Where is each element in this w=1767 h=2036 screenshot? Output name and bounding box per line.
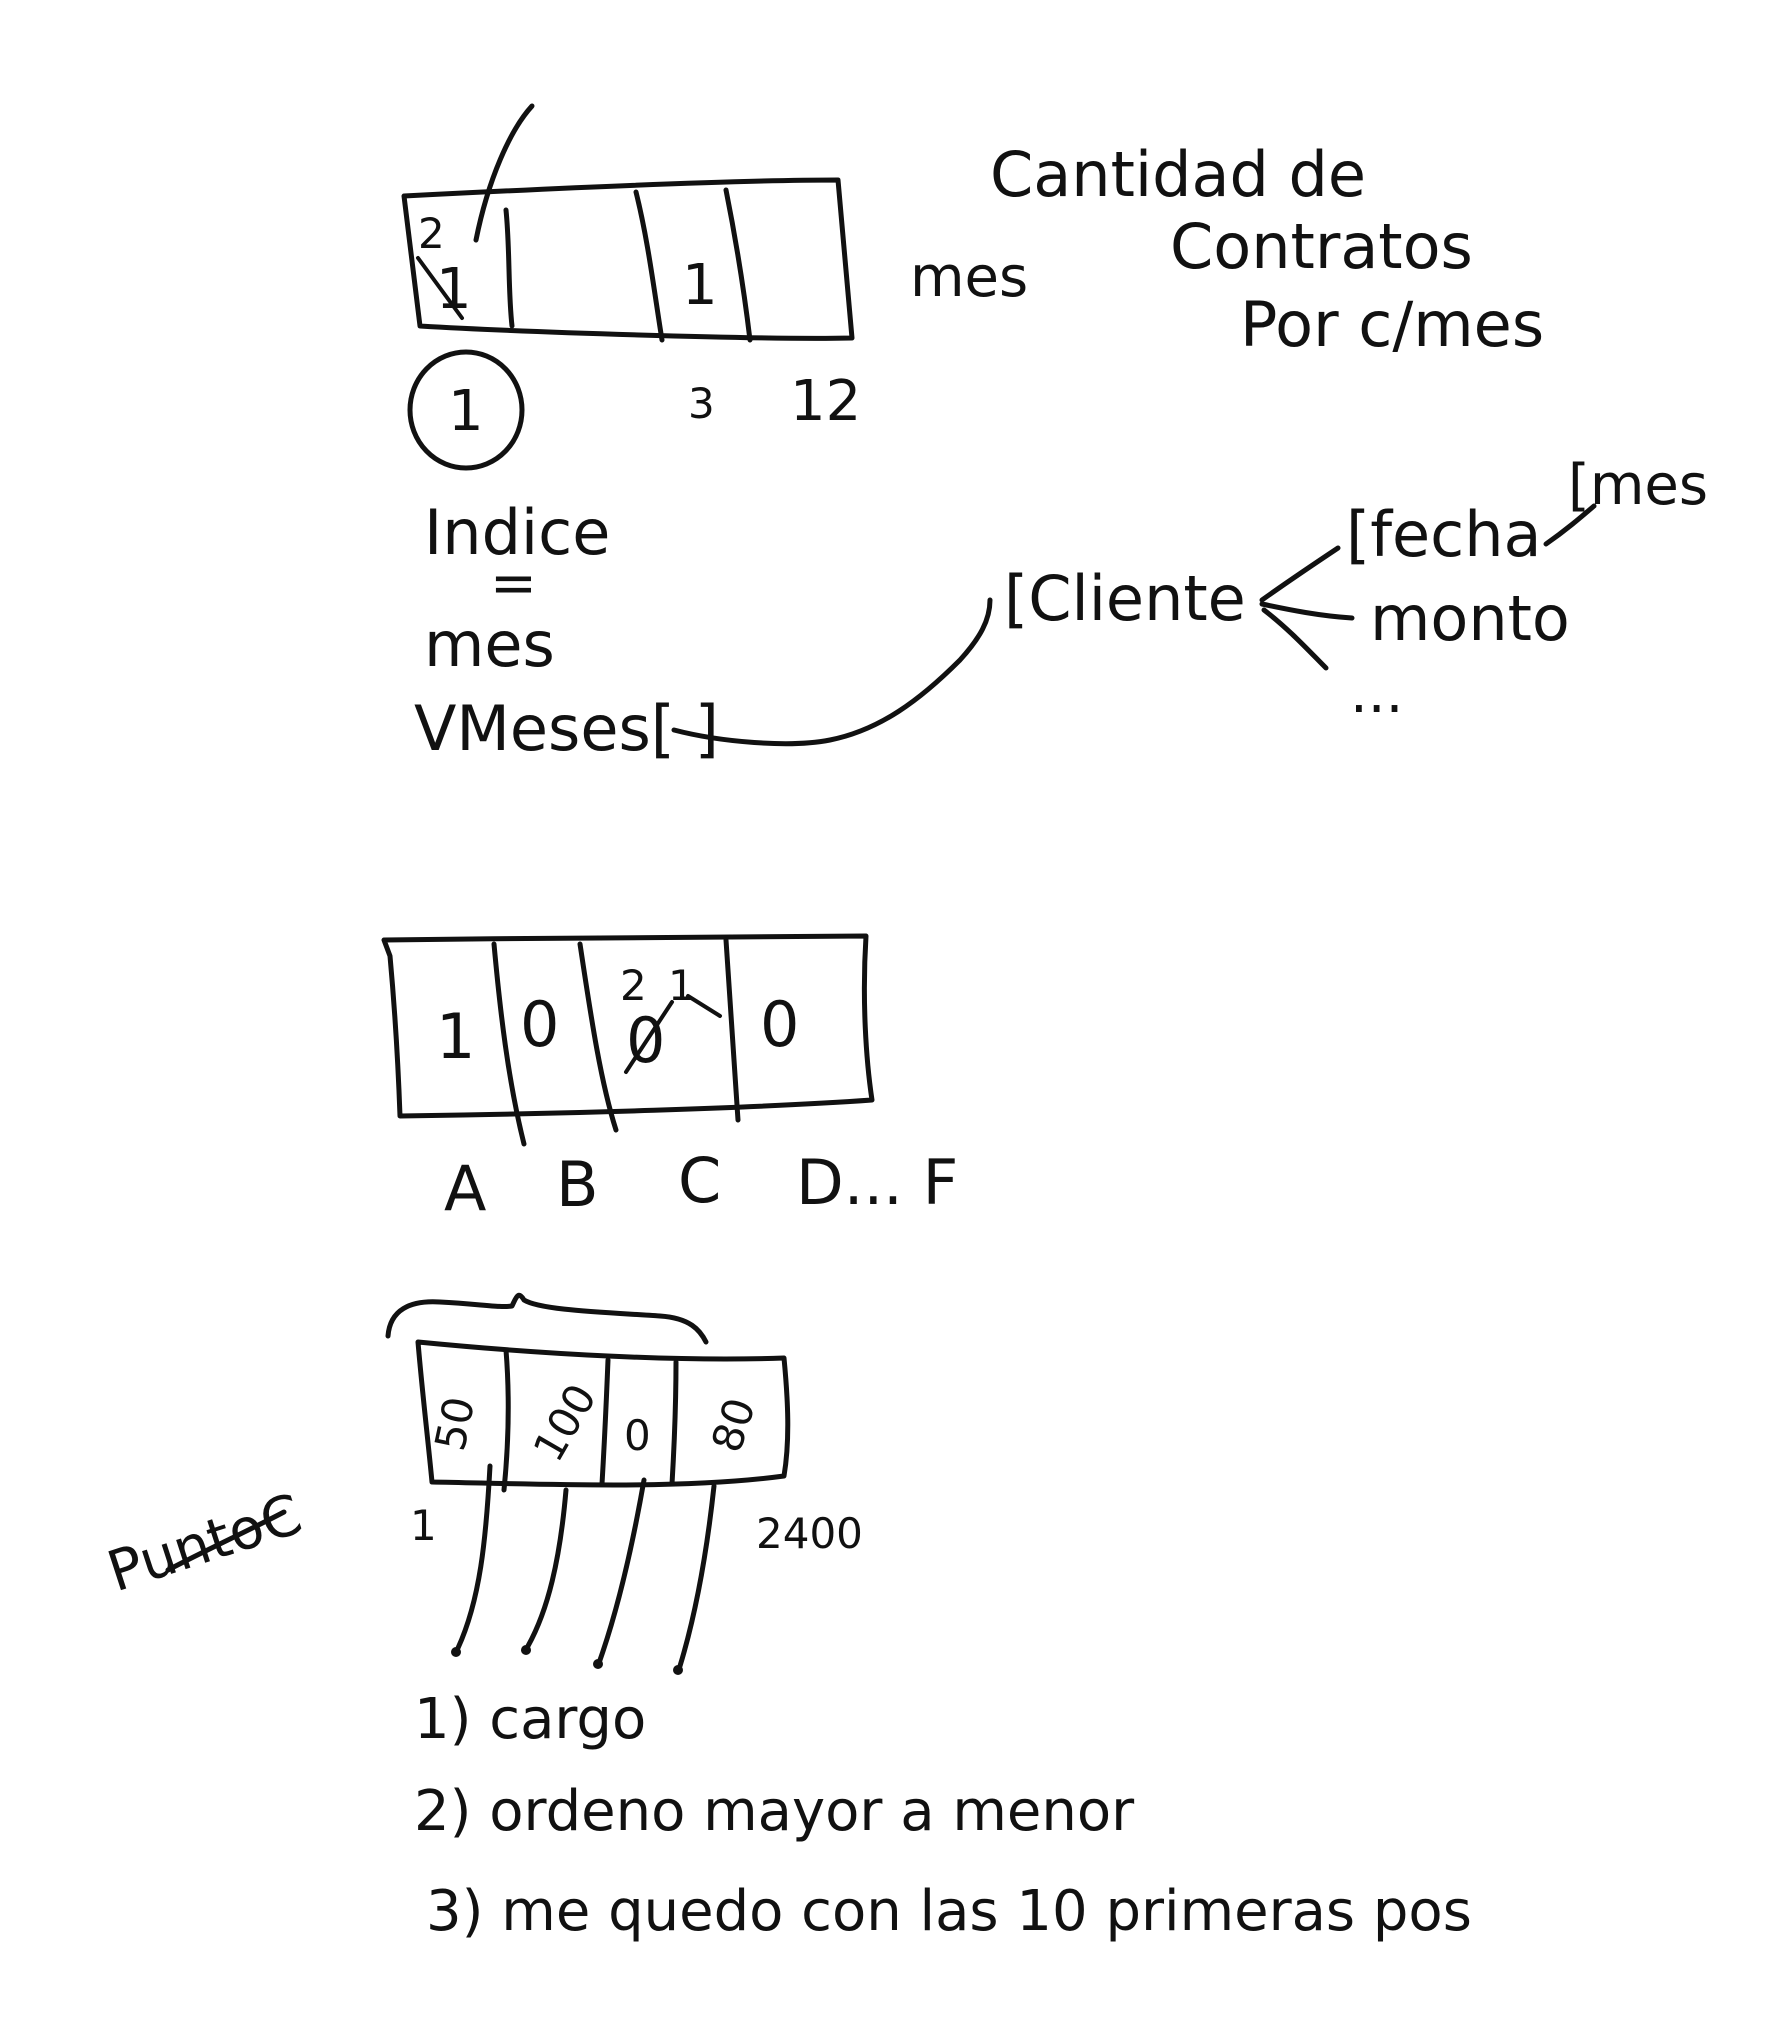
field-fecha: [fecha [1346, 498, 1542, 571]
range-end: 2400 [756, 1509, 863, 1558]
title-line-3: Por c/mes [1240, 288, 1544, 361]
note-indice: Indice [424, 496, 610, 569]
letter-cell-c-new: 2 [620, 961, 647, 1010]
score-cell-4: 80 [702, 1392, 765, 1458]
side-label-underline [165, 1509, 287, 1573]
month-array [401, 103, 855, 343]
index-circle [407, 349, 525, 471]
step-3: 3) me quedo con las 10 primeras pos [426, 1879, 1472, 1944]
arrow-stroke [677, 1483, 717, 1669]
step-1: 1) cargo [414, 1687, 646, 1752]
score-cell-3: 0 [624, 1411, 651, 1460]
arrow-stroke [597, 1477, 647, 1663]
strike-mark [686, 994, 722, 1018]
arrow-dot [521, 1645, 531, 1655]
arrow-stroke [525, 1487, 569, 1649]
note-vmeses: VMeses[ ] [414, 692, 719, 765]
score-array-divider [599, 1357, 611, 1487]
month-array-divider [723, 187, 753, 343]
fecha-sub-mes: [mes [1568, 453, 1708, 518]
letter-label-d-f: D... F [796, 1146, 958, 1219]
connector-vmeses-cliente [671, 597, 993, 747]
letter-array-divider [491, 941, 527, 1147]
cliente-label: [Cliente [1004, 562, 1246, 635]
score-array-outline [415, 1339, 791, 1488]
score-array-divider [669, 1359, 679, 1487]
letter-array-divider [723, 937, 741, 1123]
letter-cell-c-struck2: 1 [668, 961, 695, 1010]
letter-label-c: C [678, 1144, 721, 1217]
letter-label-a: A [444, 1152, 486, 1225]
arrow-dot [451, 1647, 461, 1657]
range-start: 1 [410, 1501, 437, 1550]
month-array-divider [633, 189, 665, 343]
index-last: 12 [790, 369, 861, 434]
note-mes: mes [424, 608, 555, 681]
field-monto: monto [1370, 582, 1570, 655]
letter-array-outline [381, 933, 875, 1119]
side-label-puntoc: PuntoC [100, 1482, 309, 1605]
letter-label-b: B [556, 1148, 599, 1221]
score-cell-2: 100 [524, 1376, 607, 1470]
brace [385, 1292, 709, 1345]
array-label-mes: mes [910, 245, 1028, 310]
step-2: 2) ordeno mayor a menor [414, 1779, 1135, 1844]
pointer-line [473, 103, 535, 243]
note-equals: = [490, 551, 537, 616]
strike-mark [624, 1000, 674, 1074]
cell-1-old-value: 1 [436, 257, 472, 322]
letter-cell-d: 0 [760, 988, 799, 1061]
month-array-divider [503, 207, 515, 329]
score-array-divider [501, 1347, 511, 1493]
letter-cell-a: 1 [436, 1000, 475, 1073]
branch-fecha-mes [1543, 503, 1597, 547]
letter-cell-c-struck: 0 [626, 1004, 665, 1077]
index-third: 3 [688, 379, 715, 428]
letter-cell-b: 0 [520, 988, 559, 1061]
branch-more [1261, 607, 1329, 671]
cell-3-value: 1 [682, 253, 718, 318]
score-cell-1: 50 [425, 1392, 484, 1454]
strike-mark [416, 256, 464, 320]
arrow-dot [593, 1659, 603, 1669]
arrow-dot [673, 1665, 683, 1675]
month-array-outline [401, 177, 855, 341]
title-line-2: Contratos [1170, 210, 1473, 283]
cell-1-new-value: 2 [418, 209, 445, 258]
letter-array [381, 933, 875, 1147]
branch-monto [1259, 601, 1355, 621]
arrow-stroke [455, 1463, 493, 1651]
branch-fecha [1259, 545, 1341, 603]
letter-array-divider [577, 941, 619, 1133]
index-first: 1 [448, 379, 484, 444]
score-array [385, 1292, 791, 1675]
title-line-1: Cantidad de [990, 138, 1366, 211]
field-ellipsis: ... [1350, 661, 1403, 726]
